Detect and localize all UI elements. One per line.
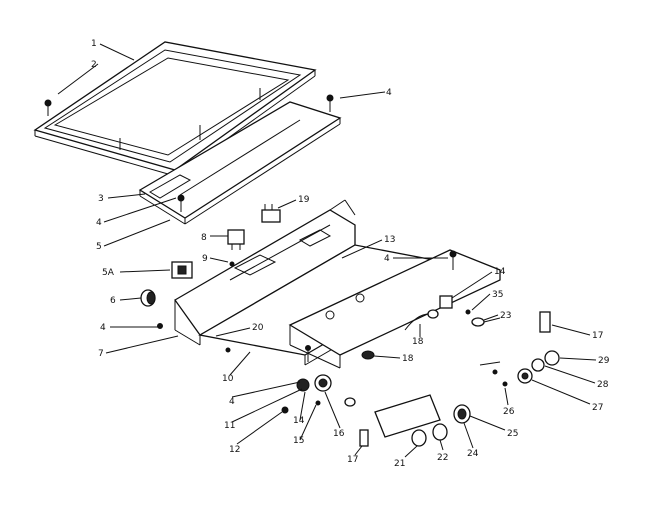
callout-2: 2 (91, 60, 97, 70)
knob-part-6 (140, 289, 156, 307)
right-hardware-group (479, 311, 560, 387)
bracket-part-5a (171, 261, 193, 279)
callout-11: 11 (224, 421, 235, 431)
callout-6: 6 (110, 296, 116, 306)
callout-3: 3 (98, 194, 104, 204)
callout-9: 9 (202, 254, 208, 264)
callout-12: 12 (229, 445, 240, 455)
callout-4: 4 (100, 323, 106, 333)
callout-24: 24 (467, 449, 479, 459)
relay-part-8 (227, 229, 245, 250)
callout-23: 23 (500, 311, 511, 321)
top-panel-part-1 (33, 41, 317, 177)
callout-35: 35 (492, 290, 503, 300)
callout-4: 4 (96, 218, 102, 228)
callout-4: 4 (384, 254, 390, 264)
callout-20: 20 (252, 323, 264, 333)
callout-28: 28 (597, 380, 609, 390)
callout-10: 10 (222, 374, 234, 384)
callout-22: 22 (437, 453, 448, 463)
callout-18: 18 (402, 354, 414, 364)
lamp-part-18-upper (404, 309, 439, 331)
lower-hardware-group (281, 345, 356, 414)
bracket-part-14-upper (439, 295, 471, 315)
callout-15: 15 (293, 436, 304, 446)
callout-21: 21 (394, 459, 405, 469)
screw-part-4-misc (157, 250, 457, 353)
callout-16: 16 (333, 429, 345, 439)
screw-part-2 (44, 99, 52, 116)
leader-lines (57, 43, 597, 458)
screw-part-4-upper (177, 94, 334, 212)
callout-5a: 5A (102, 268, 115, 278)
callout-18: 18 (412, 337, 424, 347)
callout-17: 17 (347, 455, 358, 465)
callout-27: 27 (592, 403, 603, 413)
callout-labels: 1 2 4 3 4 5 19 8 13 9 4 5A 14 6 35 23 4 … (91, 39, 610, 469)
callout-13: 13 (384, 235, 395, 245)
callout-14: 14 (293, 416, 305, 426)
callout-4: 4 (229, 397, 235, 407)
callout-17: 17 (592, 331, 603, 341)
lower-motor-group (359, 394, 471, 447)
callout-7: 7 (98, 349, 104, 359)
motor-part-23 (471, 317, 501, 327)
trim-strip-part-5 (138, 101, 342, 225)
callout-26: 26 (503, 407, 515, 417)
callout-19: 19 (298, 195, 310, 205)
front-plate-part-20 (288, 249, 501, 369)
callout-1: 1 (91, 39, 97, 49)
callout-5: 5 (96, 242, 102, 252)
callout-25: 25 (507, 429, 518, 439)
callout-4: 4 (386, 88, 392, 98)
callout-8: 8 (201, 233, 207, 243)
switch-part-19 (261, 204, 281, 223)
callout-29: 29 (598, 356, 610, 366)
lamp-part-18-lower (361, 350, 375, 360)
callout-14: 14 (494, 267, 506, 277)
